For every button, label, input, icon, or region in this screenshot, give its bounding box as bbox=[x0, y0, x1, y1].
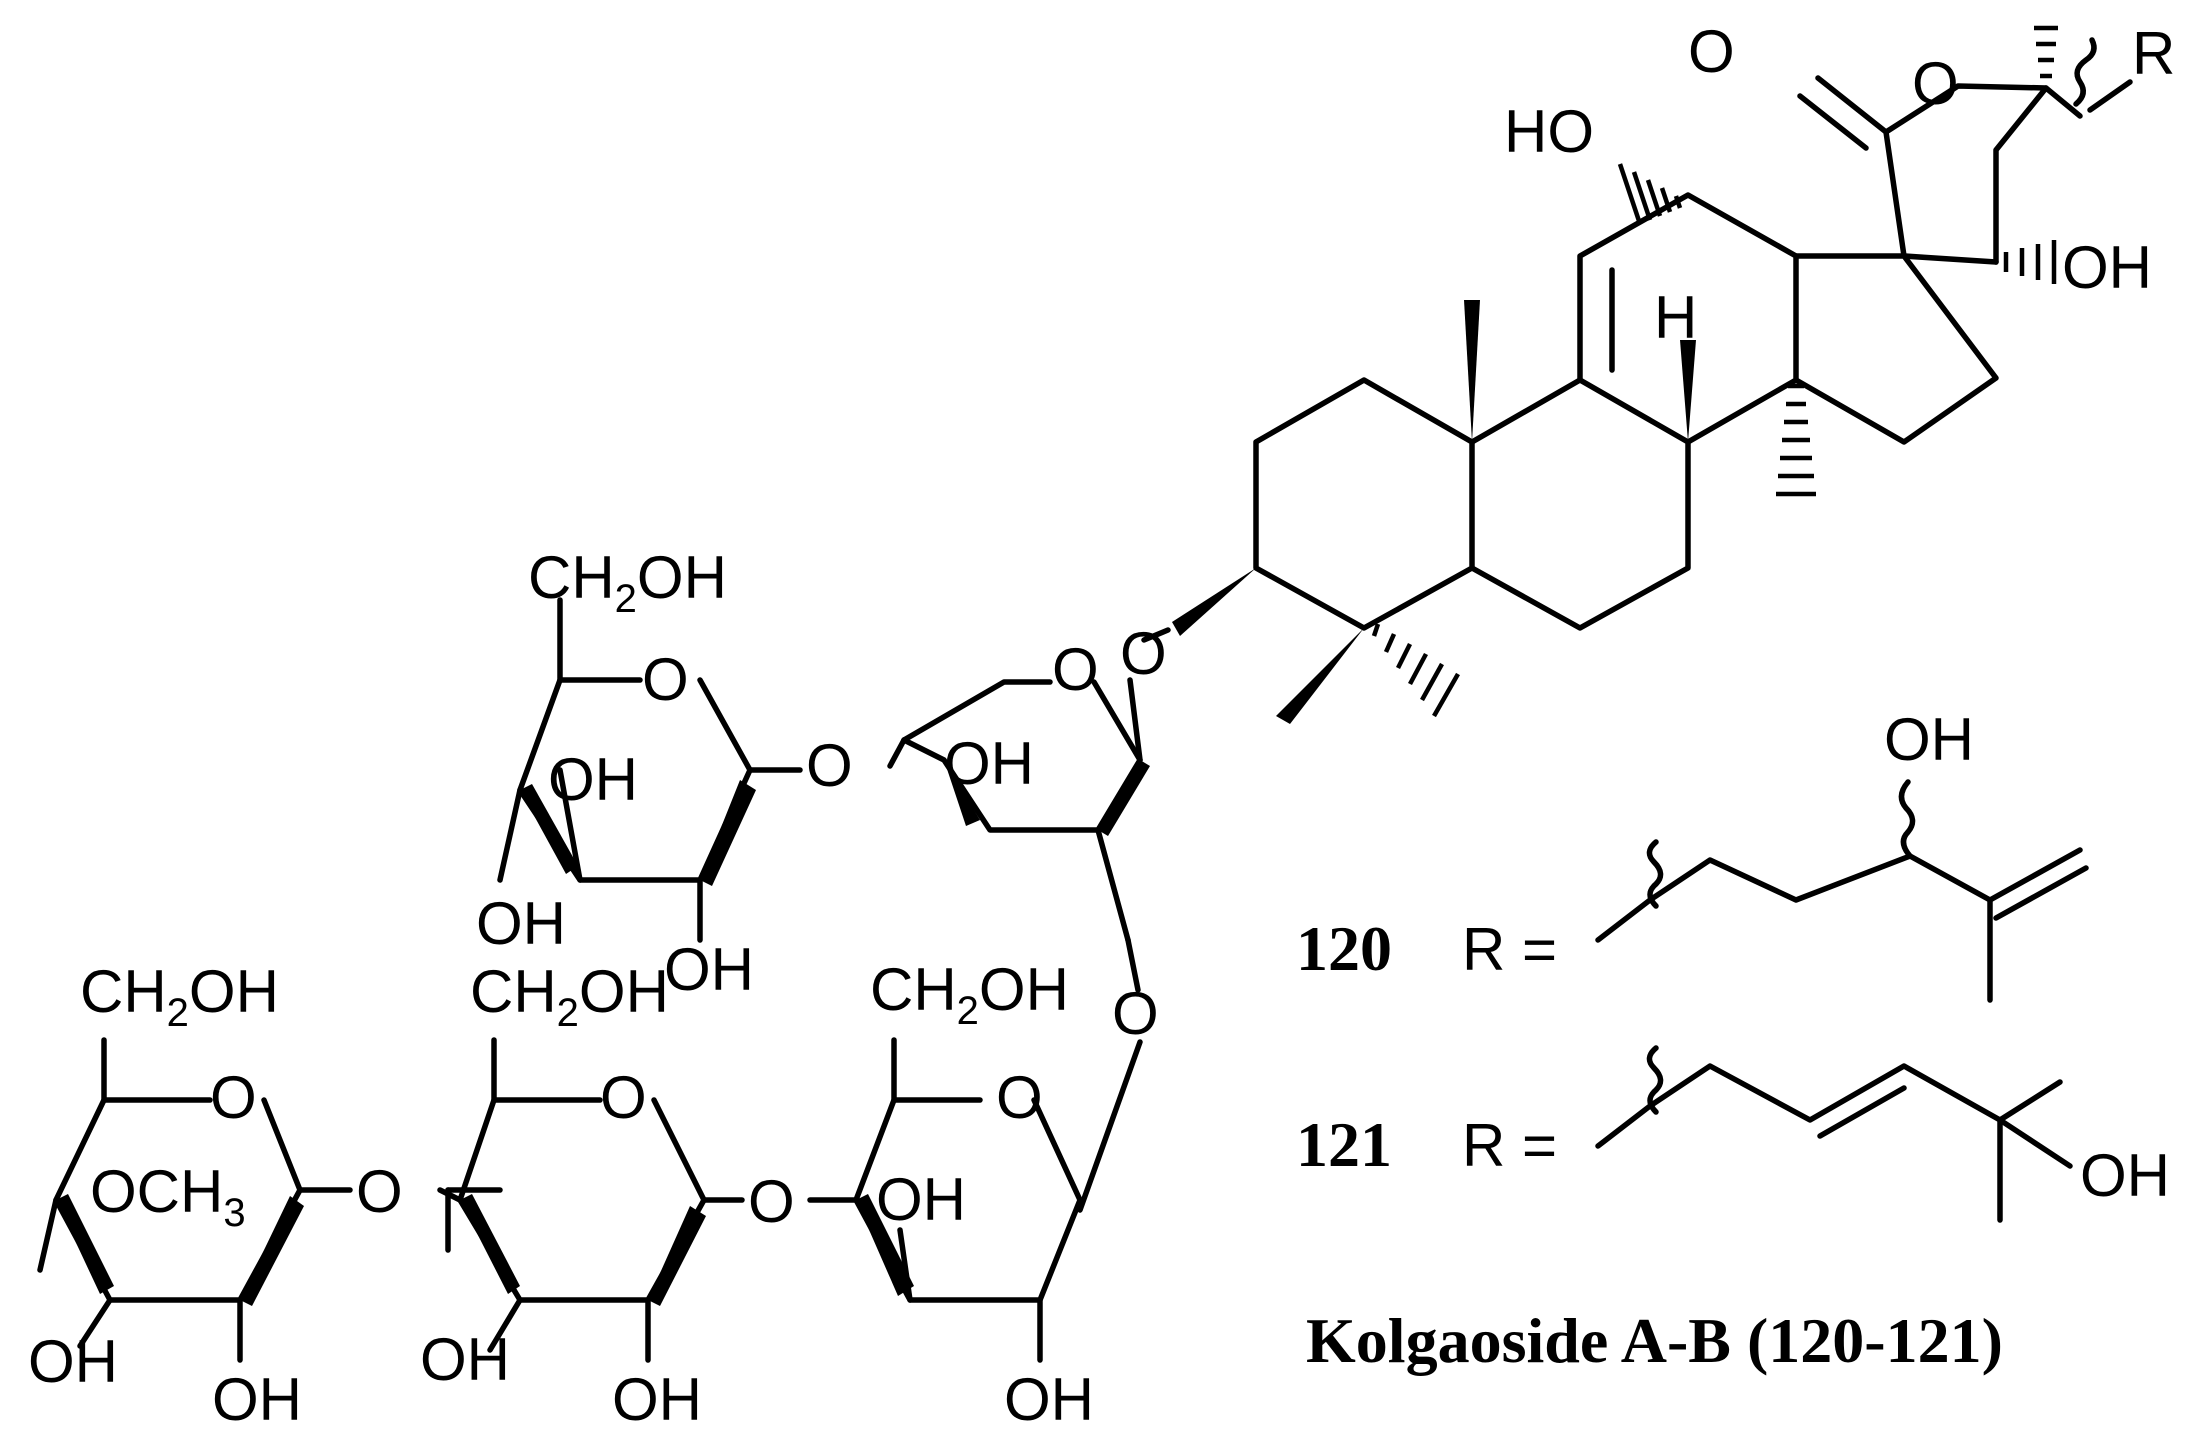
figure-caption: Kolgaoside A-B (120-121) bbox=[1306, 1305, 2003, 1376]
aglycone-stereo bbox=[1172, 25, 2133, 724]
lactone-oxygen: O bbox=[1912, 50, 1959, 117]
link-oxygen-sugar1-qui: O bbox=[1112, 980, 1159, 1047]
c20-methyl-hash bbox=[2034, 25, 2058, 79]
ring-oxygen-sugar-1: O bbox=[1052, 636, 1099, 703]
sidechain-121 bbox=[1595, 1045, 2073, 1223]
ch2oh-group-3: CH2OH bbox=[870, 956, 1069, 1033]
c8-hydrogen: H bbox=[1654, 284, 1697, 351]
sidechain-120-hydroxyl: OH bbox=[1884, 706, 1974, 773]
ring-sugar-5 bbox=[37, 1037, 353, 1363]
c12-ho-hash bbox=[1617, 163, 1683, 225]
hydroxyl-sugar-5-b: OH bbox=[212, 1366, 302, 1433]
ring-oxygen-sugar-3: O bbox=[996, 1064, 1043, 1131]
hydroxyl-sugar-4-b: OH bbox=[612, 1366, 702, 1433]
ring-oxygen-sugar-2: O bbox=[642, 646, 689, 713]
sidechain-120 bbox=[1595, 779, 2089, 1003]
compound-120-assign: R = bbox=[1462, 916, 1557, 983]
c4-methyl-hash bbox=[1371, 623, 1460, 718]
r-group-label: R bbox=[2132, 20, 2175, 87]
ch2oh-group-5: CH2OH bbox=[80, 958, 279, 1035]
methoxy-group: OCH3 bbox=[90, 1158, 246, 1235]
ring-sugar-2 bbox=[497, 597, 803, 943]
ring-oxygen-sugar-4: O bbox=[600, 1064, 647, 1131]
c17-hydroxyl: OH bbox=[2062, 234, 2152, 301]
compound-120-number: 120 bbox=[1296, 913, 1392, 984]
hydroxyl-sugar-2-a: OH bbox=[548, 746, 638, 813]
c17-oh-hash bbox=[2003, 240, 2057, 284]
hydroxyl-sugar-3-a: OH bbox=[876, 1166, 966, 1233]
ring-sugar-4 bbox=[437, 1037, 745, 1363]
c12-hydroxyl: HO bbox=[1504, 98, 1594, 165]
compound-121-assign: R = bbox=[1462, 1112, 1557, 1179]
hydroxyl-sugar-1: OH bbox=[944, 730, 1034, 797]
compound-121-number: 121 bbox=[1296, 1109, 1392, 1180]
hydroxyl-sugar-5-a: OH bbox=[28, 1328, 118, 1395]
c14-methyl-hash bbox=[1776, 383, 1816, 497]
hydroxyl-sugar-2-b: OH bbox=[476, 890, 566, 957]
carbonyl-oxygen: O bbox=[1688, 18, 1735, 85]
hydroxyl-sugar-4-a: OH bbox=[420, 1326, 510, 1393]
ring-oxygen-sugar-5: O bbox=[210, 1064, 257, 1131]
link-oxygen-sugar1-glc: O bbox=[806, 732, 853, 799]
sidechain-121-hydroxyl: OH bbox=[2080, 1142, 2170, 1209]
ch2oh-group-4: CH2OH bbox=[470, 958, 669, 1035]
link-oxygen-sugar4-sugar5: O bbox=[356, 1158, 403, 1225]
aglycone-skeleton bbox=[1253, 75, 2049, 631]
hydroxyl-sugar-2-c: OH bbox=[664, 936, 754, 1003]
ring-sugar-3 bbox=[807, 1037, 1083, 1363]
ring-sugar-1 bbox=[887, 627, 1171, 943]
link-oxygen-sugar3-sugar4: O bbox=[748, 1168, 795, 1235]
ch2oh-group-1-ch: CH2OH bbox=[528, 544, 727, 621]
glycosidic-oxygen: O bbox=[1120, 620, 1167, 687]
hydroxyl-sugar-3-b: OH bbox=[1004, 1366, 1094, 1433]
